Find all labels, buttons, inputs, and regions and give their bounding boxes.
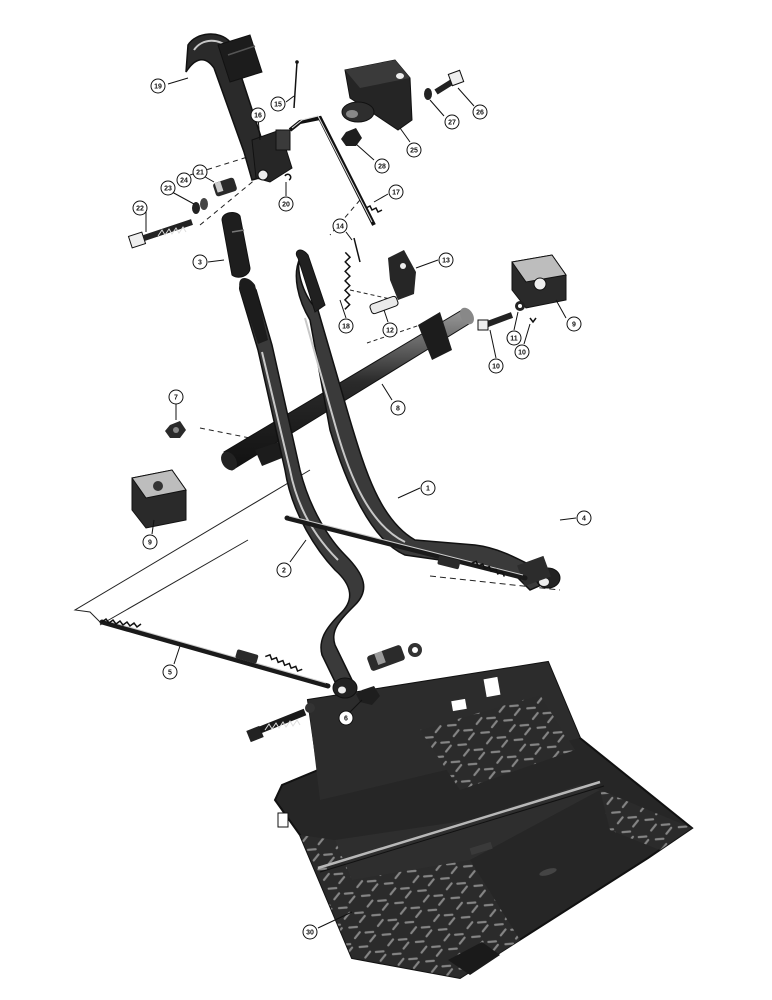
lever-2 — [239, 278, 365, 699]
nut-29 — [341, 128, 362, 146]
callout-circle — [332, 218, 348, 234]
lever-1 — [295, 249, 561, 591]
callout-label: 23 — [164, 186, 172, 193]
nut-7 — [165, 421, 186, 438]
callout-circle — [276, 562, 292, 578]
bolt-lower — [246, 703, 315, 743]
callout-label: 12 — [386, 328, 394, 335]
callout-circle — [338, 318, 354, 334]
callout-label: 30 — [306, 930, 314, 937]
bracket-26 — [341, 59, 413, 131]
callout-circle — [302, 924, 318, 940]
callout-label: 15 — [274, 102, 282, 109]
callout-label: 7 — [174, 395, 178, 402]
callout-circle — [160, 180, 176, 196]
washer-24 — [192, 202, 200, 214]
callout-label: 27 — [448, 120, 456, 127]
callout-circle — [488, 358, 504, 374]
spring-19 — [343, 251, 352, 310]
callout-label: 5 — [168, 670, 172, 677]
callout-circle — [278, 196, 294, 212]
callouts: 19 15 16 21 24 23 22 20 25 28 — [132, 77, 592, 940]
block-9-left — [131, 469, 187, 529]
callout-label: 26 — [476, 110, 484, 117]
callout-circle — [506, 330, 522, 346]
callout-circle — [374, 158, 390, 174]
bushing-22 — [213, 177, 237, 197]
callout-label: 13 — [442, 258, 450, 265]
callout-label: 20 — [282, 202, 290, 209]
callout-circle — [192, 254, 208, 270]
callout-label: 18 — [342, 324, 350, 331]
callout-label: 6 — [344, 716, 348, 723]
callout-circle — [150, 78, 166, 94]
callout-circle — [388, 184, 404, 200]
callout-label: 9 — [572, 322, 576, 329]
callout-circle — [142, 534, 158, 550]
callout-circle — [338, 710, 354, 726]
rod-18 — [288, 115, 383, 226]
washer-25 — [200, 198, 208, 210]
callout-circle — [192, 164, 208, 180]
callout-circle — [390, 400, 406, 416]
callout-label: 28 — [378, 164, 386, 171]
callout-circle — [168, 389, 184, 405]
callout-label: 2 — [282, 568, 286, 575]
callout-circle — [162, 664, 178, 680]
callout-label: 3 — [198, 260, 202, 267]
callout-circle — [576, 510, 592, 526]
callout-circle — [472, 104, 488, 120]
callout-label: 17 — [392, 190, 400, 197]
block-9-right — [511, 254, 567, 309]
callout-circle — [270, 96, 286, 112]
callout-circle — [438, 252, 454, 268]
callout-label: 11 — [510, 336, 518, 343]
callout-label: 8 — [396, 406, 400, 413]
callout-label: 24 — [180, 178, 188, 185]
callout-circle — [406, 142, 422, 158]
callout-circle — [176, 172, 192, 188]
rod-4 — [284, 515, 528, 581]
callout-circle — [132, 200, 148, 216]
callout-label: 10 — [518, 350, 526, 357]
washer-28 — [424, 88, 432, 100]
callout-circle — [444, 114, 460, 130]
callout-label: 10 — [492, 364, 500, 371]
cotter-21 — [284, 173, 292, 181]
callout-circle — [382, 322, 398, 338]
callout-label: 16 — [254, 113, 262, 120]
bolt-11 — [477, 301, 537, 331]
callout-label: 19 — [154, 84, 162, 91]
clevis-13 — [388, 250, 416, 300]
callout-label: 9 — [148, 540, 152, 547]
pedal-20 — [185, 33, 271, 181]
knob-3 — [221, 212, 251, 278]
bracket-17 — [251, 129, 293, 183]
callout-circle — [566, 316, 582, 332]
pin-15 — [353, 237, 361, 263]
bolt-23 — [127, 219, 193, 249]
pin-16 — [293, 60, 299, 109]
pin-14 — [369, 295, 399, 315]
callout-label: 4 — [582, 516, 586, 523]
floor-plate — [273, 660, 694, 980]
callout-circle — [250, 107, 266, 123]
spacer — [367, 643, 422, 671]
callout-label: 21 — [196, 170, 204, 177]
callout-label: 22 — [136, 206, 144, 213]
callout-circle — [420, 480, 436, 496]
callout-label: 25 — [410, 148, 418, 155]
bolt-27 — [434, 69, 465, 95]
callout-circle — [514, 344, 530, 360]
callout-label: 1 — [426, 486, 430, 493]
rod-5 — [99, 617, 331, 689]
callout-label: 14 — [336, 224, 344, 231]
